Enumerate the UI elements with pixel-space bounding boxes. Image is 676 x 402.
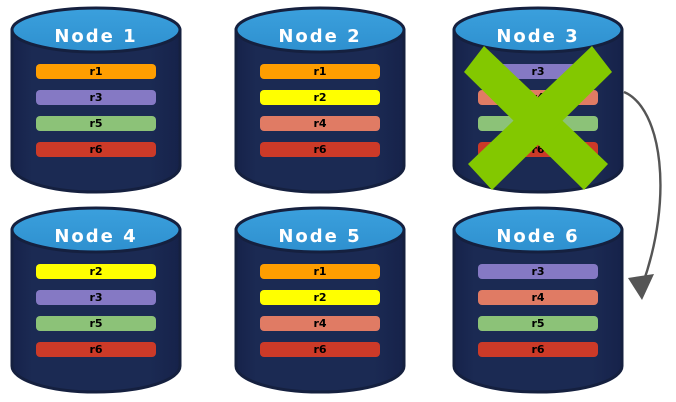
replica-row-list: r1 r3 r5 r6 bbox=[36, 64, 156, 157]
replica-row-list: r3 r4 r5 r6 bbox=[478, 64, 598, 157]
replica-row-r4[interactable]: r4 bbox=[260, 316, 380, 331]
replica-row-list: r1 r2 r4 r6 bbox=[260, 264, 380, 357]
replica-row-r5[interactable]: r5 bbox=[478, 316, 598, 331]
replica-row-r4[interactable]: r4 bbox=[478, 290, 598, 305]
replica-row-r1[interactable]: r1 bbox=[260, 64, 380, 79]
replica-row-r6[interactable]: r6 bbox=[478, 342, 598, 357]
replica-row-r5[interactable]: r5 bbox=[36, 316, 156, 331]
replica-row-r6[interactable]: r6 bbox=[260, 142, 380, 157]
replica-row-r1[interactable]: r1 bbox=[260, 264, 380, 279]
replica-row-list: r2 r3 r5 r6 bbox=[36, 264, 156, 357]
replica-row-r6[interactable]: r6 bbox=[36, 142, 156, 157]
replica-row-r1[interactable]: r1 bbox=[36, 64, 156, 79]
replica-row-r6[interactable]: r6 bbox=[36, 342, 156, 357]
replica-row-r4[interactable]: r4 bbox=[478, 90, 598, 105]
replica-row-r2[interactable]: r2 bbox=[260, 90, 380, 105]
replica-row-r2[interactable]: r2 bbox=[260, 290, 380, 305]
replica-row-r3[interactable]: r3 bbox=[36, 290, 156, 305]
replica-row-r4[interactable]: r4 bbox=[260, 116, 380, 131]
replica-row-r6[interactable]: r6 bbox=[260, 342, 380, 357]
replica-row-r3[interactable]: r3 bbox=[478, 264, 598, 279]
replica-row-list: r3 r4 r5 r6 bbox=[478, 264, 598, 357]
replica-row-r3[interactable]: r3 bbox=[36, 90, 156, 105]
replica-row-list: r1 r2 r4 r6 bbox=[260, 64, 380, 157]
replica-row-r6[interactable]: r6 bbox=[478, 142, 598, 157]
replica-row-r5[interactable]: r5 bbox=[36, 116, 156, 131]
replica-row-r5[interactable]: r5 bbox=[478, 116, 598, 131]
replica-row-r2[interactable]: r2 bbox=[36, 264, 156, 279]
replica-row-r3[interactable]: r3 bbox=[478, 64, 598, 79]
